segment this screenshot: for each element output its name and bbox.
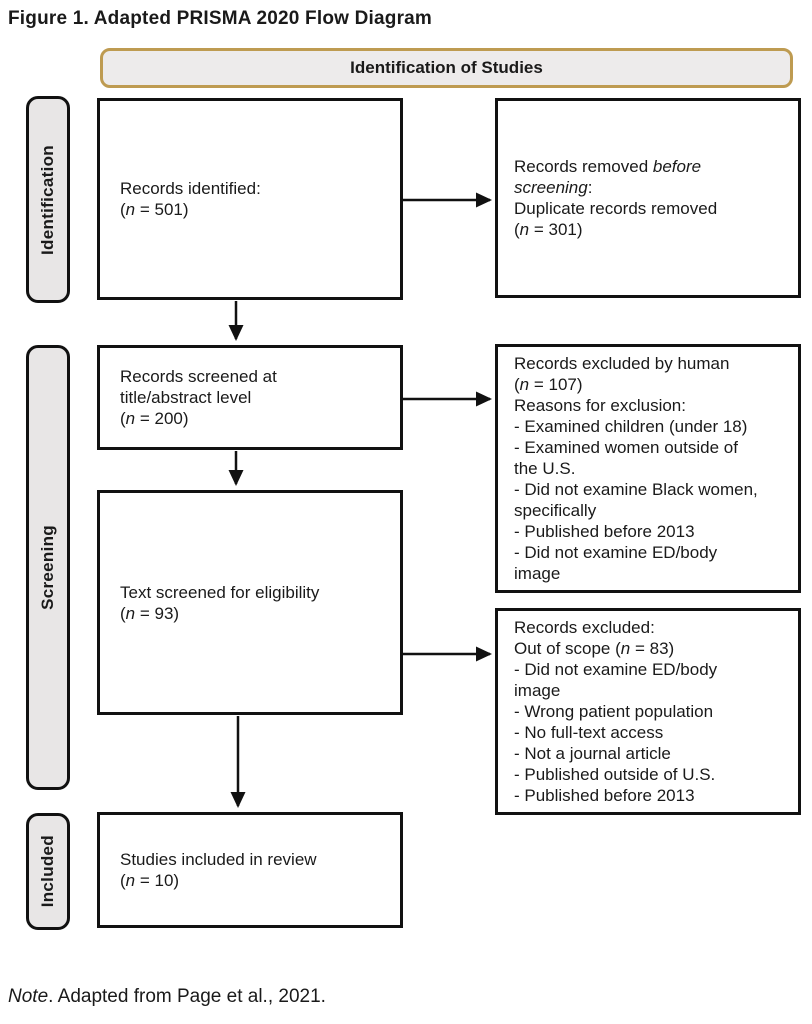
stage-label-included-text: Included — [38, 835, 57, 908]
box-records-excluded-out-of-scope-text: Records excluded:Out of scope (n = 83)- … — [514, 618, 718, 805]
stage-label-screening-text: Screening — [38, 525, 57, 610]
box-records-excluded-out-of-scope: Records excluded:Out of scope (n = 83)- … — [495, 608, 801, 815]
box-text-screened-for-eligibility: Text screened for eligibility(n = 93) — [97, 490, 403, 715]
box-text-screened-text: Text screened for eligibility(n = 93) — [120, 582, 320, 623]
stage-label-identification: Identification — [26, 96, 70, 303]
identification-of-studies-banner: Identification of Studies — [100, 48, 793, 88]
box-records-excluded-by-human-text: Records excluded by human(n = 107)Reason… — [514, 354, 758, 583]
figure-note: Note. Adapted from Page et al., 2021. — [8, 986, 326, 1007]
box-records-identified-text: Records identified:(n = 501) — [120, 179, 261, 219]
banner-label: Identification of Studies — [350, 58, 543, 77]
stage-label-included: Included — [26, 813, 70, 930]
box-records-identified: Records identified:(n = 501) — [97, 98, 403, 300]
box-studies-included-in-review: Studies included in review(n = 10) — [97, 812, 403, 928]
stage-label-identification-text: Identification — [38, 144, 57, 255]
figure-title: Figure 1. Adapted PRISMA 2020 Flow Diagr… — [8, 8, 433, 29]
box-studies-included-text: Studies included in review(n = 10) — [120, 850, 317, 890]
stage-label-screening: Screening — [26, 345, 70, 790]
box-records-excluded-by-human: Records excluded by human(n = 107)Reason… — [495, 344, 801, 593]
